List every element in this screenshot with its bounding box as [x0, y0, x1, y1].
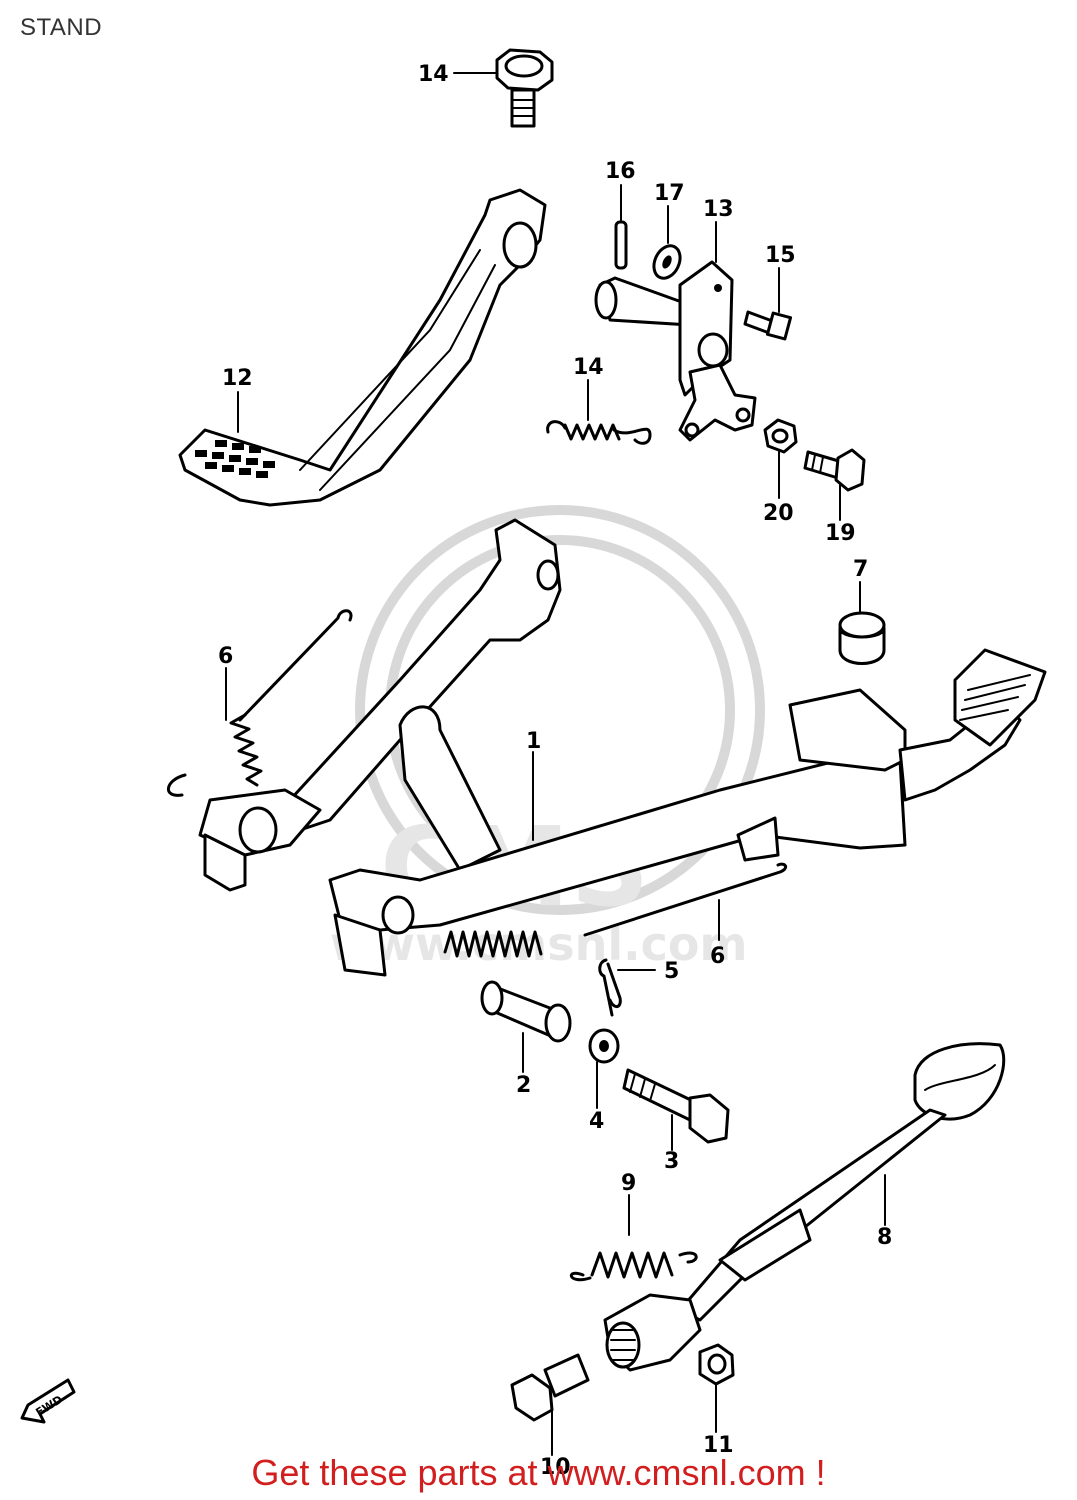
callout-5: 5 [664, 959, 679, 984]
part-2-collar [480, 980, 572, 1043]
part-7-stopper [838, 611, 886, 665]
callout-6-lower: 6 [710, 944, 725, 969]
part-8-side-stand [603, 1042, 1006, 1372]
part-18-washer [652, 244, 682, 280]
callout-2: 2 [516, 1073, 531, 1098]
part-4-washer [588, 1028, 620, 1064]
part-16-bolt [743, 310, 793, 341]
part-5-clip [598, 958, 622, 1017]
part-9-spring [570, 1251, 698, 1282]
part-20-nut [763, 418, 798, 454]
callout-17: 16 [605, 159, 636, 184]
leader-lines [225, 72, 886, 1456]
callout-6-upper: 6 [218, 644, 233, 669]
part-6-spring-upper [167, 609, 353, 797]
callout-19: 19 [825, 521, 856, 546]
part-19-bolt [803, 448, 866, 492]
callout-15: 14 [573, 355, 604, 380]
callout-13: 13 [703, 197, 734, 222]
callout-10: 10 [540, 1455, 571, 1480]
callout-numbers: 14 12 16 17 13 15 14 20 19 7 6 1 6 5 2 4… [218, 62, 892, 1480]
callout-14: 14 [418, 62, 449, 87]
callout-4: 4 [589, 1109, 604, 1134]
callout-16: 15 [765, 243, 796, 268]
footer-link[interactable]: Get these parts at www.cmsnl.com ! [251, 1452, 826, 1493]
part-14-bolt [495, 48, 554, 128]
callout-18: 17 [654, 181, 685, 206]
callout-1: 1 [526, 729, 541, 754]
part-3-bolt [622, 1068, 730, 1144]
part-17-pin [614, 220, 628, 270]
callout-11: 11 [703, 1433, 734, 1458]
part-13-brake-arm [594, 260, 757, 442]
fwd-arrow-icon: FWD [20, 1378, 76, 1424]
callout-20: 20 [763, 501, 794, 526]
callout-9: 9 [621, 1171, 636, 1196]
part-12-brake-pedal [178, 188, 547, 507]
callout-7: 7 [853, 557, 868, 582]
part-1-center-stand [198, 518, 1047, 977]
part-11-nut [698, 1343, 735, 1386]
part-10-bolt [510, 1353, 590, 1422]
part-15-spring [546, 420, 652, 445]
callout-8: 8 [877, 1225, 892, 1250]
callout-3: 3 [664, 1149, 679, 1174]
part-6-spring-lower [443, 862, 788, 958]
callout-12: 12 [222, 366, 253, 391]
page-title: STAND [20, 14, 103, 41]
